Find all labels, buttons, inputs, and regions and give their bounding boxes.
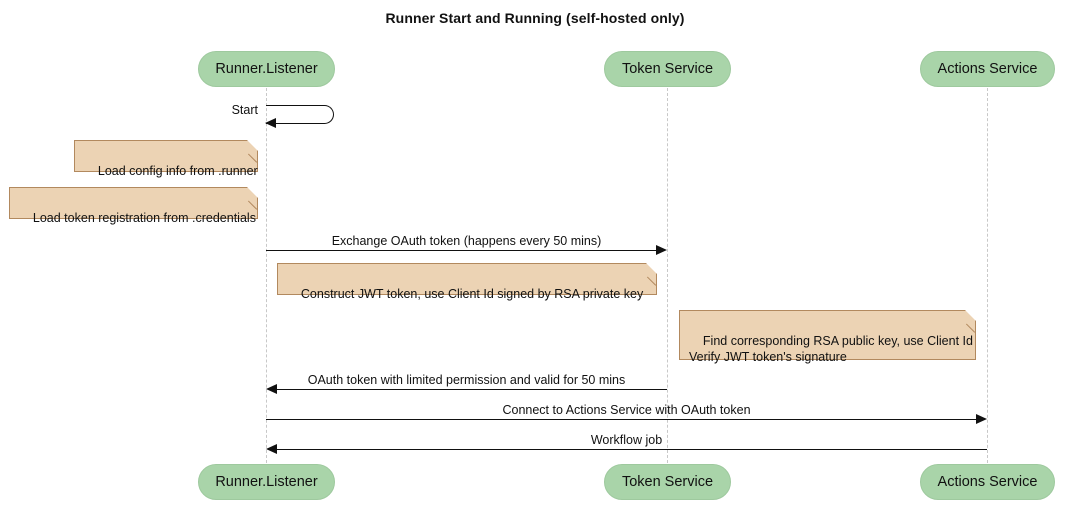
arrowhead-start bbox=[265, 118, 276, 128]
actor-label: Token Service bbox=[621, 61, 714, 77]
arrowhead-exchange-oauth-token bbox=[656, 244, 667, 255]
note-load-token-registration: Load token registration from .credential… bbox=[9, 187, 258, 225]
note-load-config: Load config info from .runner bbox=[74, 140, 258, 178]
message-label-workflow-job: Workflow job bbox=[590, 433, 663, 447]
page-title: Runner Start and Running (self-hosted on… bbox=[385, 10, 685, 26]
self-message-start bbox=[266, 105, 334, 124]
note-verify-jwt-signature: Find corresponding RSA public key, use C… bbox=[679, 310, 976, 364]
message-line-exchange-oauth-token bbox=[266, 250, 656, 251]
arrowhead-workflow-job bbox=[266, 443, 277, 454]
actor-label: Token Service bbox=[621, 474, 714, 490]
note-text: Construct JWT token, use Client Id signe… bbox=[300, 287, 644, 301]
actor-actions-service-bottom[interactable]: Actions Service bbox=[920, 464, 1055, 500]
lifeline-actions bbox=[987, 88, 988, 463]
note-text: Find corresponding RSA public key, use C… bbox=[689, 334, 973, 364]
message-label-start: Start bbox=[231, 103, 258, 117]
message-line-oauth-token-response bbox=[277, 389, 667, 390]
actor-runner-listener-bottom[interactable]: Runner.Listener bbox=[198, 464, 335, 500]
arrowhead-connect-actions-service bbox=[976, 413, 987, 424]
actor-token-service-top[interactable]: Token Service bbox=[604, 51, 731, 87]
actor-runner-listener-top[interactable]: Runner.Listener bbox=[198, 51, 335, 87]
actor-label: Runner.Listener bbox=[215, 474, 318, 490]
message-label-oauth-token-response: OAuth token with limited permission and … bbox=[307, 373, 626, 387]
message-line-connect-actions-service bbox=[266, 419, 976, 420]
message-line-workflow-job bbox=[277, 449, 987, 450]
note-text: Load config info from .runner bbox=[97, 164, 258, 178]
actor-label: Actions Service bbox=[937, 61, 1038, 77]
actor-token-service-bottom[interactable]: Token Service bbox=[604, 464, 731, 500]
lifeline-runner bbox=[266, 88, 267, 463]
lifeline-token bbox=[667, 88, 668, 463]
actor-label: Actions Service bbox=[937, 474, 1038, 490]
message-label-connect-actions-service: Connect to Actions Service with OAuth to… bbox=[502, 403, 751, 417]
actor-actions-service-top[interactable]: Actions Service bbox=[920, 51, 1055, 87]
note-construct-jwt-token: Construct JWT token, use Client Id signe… bbox=[277, 263, 657, 301]
arrowhead-oauth-token-response bbox=[266, 383, 277, 394]
message-label-exchange-oauth-token: Exchange OAuth token (happens every 50 m… bbox=[331, 234, 602, 248]
note-text: Load token registration from .credential… bbox=[32, 211, 256, 225]
actor-label: Runner.Listener bbox=[215, 61, 318, 77]
